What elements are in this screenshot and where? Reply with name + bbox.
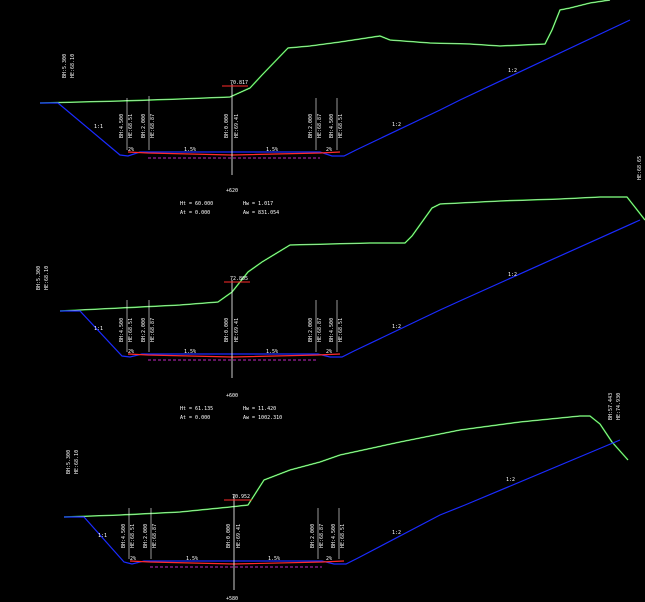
slope-right-2b: 1:2	[508, 272, 517, 278]
pct-right-1: 2%	[326, 147, 332, 153]
vlabel-3-2a: BH:0.000	[226, 524, 232, 548]
left-top-label-1a: BH:5.300	[62, 54, 68, 78]
vlabel-group-1: BH:4.500 HE:68.51 BH:2.000 HE:68.87 BH:0…	[119, 96, 344, 150]
right-top-label-3b: HE:74.930	[616, 393, 622, 420]
vlabel-3-3a: BH:2.000	[310, 524, 316, 548]
pct-left-1: 2%	[128, 147, 134, 153]
design-line-2	[60, 219, 641, 358]
vlabel-2-4b: HE:68.51	[338, 318, 344, 342]
vlabel-2-2a: BH:0.000	[224, 318, 230, 342]
pct-right-2: 2%	[326, 349, 332, 355]
stat-1-ht: Ht = 60.000	[180, 201, 213, 207]
vlabel-2-3a: BH:2.000	[308, 318, 314, 342]
left-top-label-1b: HE:68.10	[70, 54, 76, 78]
design-line-3	[64, 439, 621, 565]
right-top-label-3a: BH:57.443	[608, 393, 614, 420]
left-top-label-2b: HE:68.10	[44, 266, 50, 290]
center-elev-3: 70.952	[232, 494, 250, 500]
slope-right-3b: 1:2	[506, 477, 515, 483]
vlabel-group-3: BH:4.500 HE:68.51 BH:2.000 HE:68.87 BH:0…	[121, 508, 346, 559]
left-top-label-2a: BH:5.300	[36, 266, 42, 290]
stat-2-aw: Aw = 1002.310	[243, 415, 282, 421]
cross-section-3: 70.952 BH:5.300 HE:68.10 BH:57.443 HE:74…	[63, 393, 629, 602]
vlabel-3-0b: HE:68.51	[130, 524, 136, 548]
vlabel-2-0b: HE:68.51	[128, 318, 134, 342]
vlabel-2-2b: HE:69.41	[234, 318, 240, 342]
vlabel-2-1a: BH:2.000	[141, 318, 147, 342]
vlabel-1-1b: HE:68.87	[150, 114, 156, 138]
pct-right-3: 2%	[326, 556, 332, 562]
vlabel-3-2b: HE:69.41	[236, 524, 242, 548]
slope-right-1a: 1:2	[392, 122, 401, 128]
pct-inner-right-3: 1.5%	[268, 556, 280, 562]
pct-inner-left-1: 1.5%	[184, 147, 196, 153]
vlabel-1-4b: HE:68.51	[338, 114, 344, 138]
stat-2-at: At = 0.000	[180, 415, 210, 421]
vlabel-1-1a: BH:2.000	[141, 114, 147, 138]
vlabel-2-0a: BH:4.500	[119, 318, 125, 342]
slope-left-2: 1:1	[94, 326, 103, 332]
vlabel-1-2b: HE:69.41	[234, 114, 240, 138]
cross-section-2: 72.805 BH:5.300 HE:68.10 BH:4.500 HE:68.…	[36, 196, 645, 421]
vlabel-2-1b: HE:68.87	[150, 318, 156, 342]
pct-inner-right-2: 1.5%	[266, 349, 278, 355]
vlabel-2-4a: BH:4.500	[329, 318, 335, 342]
station-2: +600	[226, 393, 238, 399]
cross-section-1: 70.817 BH:5.300 HE:68.10 HE:68.65 BH:4.5…	[39, 0, 643, 216]
vlabel-3-4b: HE:68.51	[340, 524, 346, 548]
vlabel-1-0a: BH:4.500	[119, 114, 125, 138]
pct-inner-left-2: 1.5%	[184, 349, 196, 355]
pct-inner-right-1: 1.5%	[266, 147, 278, 153]
vlabel-2-3b: HE:68.87	[317, 318, 323, 342]
pct-left-2: 2%	[128, 349, 134, 355]
left-top-label-3b: HE:68.10	[74, 450, 80, 474]
stat-2-ht: Ht = 61.135	[180, 406, 213, 412]
ground-line-2-edge	[59, 196, 645, 312]
vlabel-1-3a: BH:2.000	[308, 114, 314, 138]
design-line-1	[40, 19, 631, 157]
vlabel-1-0b: HE:68.51	[128, 114, 134, 138]
slope-left-3: 1:1	[98, 533, 107, 539]
ground-line-3-edge	[63, 415, 629, 518]
slope-right-2a: 1:2	[392, 324, 401, 330]
vlabel-3-0a: BH:4.500	[121, 524, 127, 548]
pct-inner-left-3: 1.5%	[186, 556, 198, 562]
vlabel-3-3b: HE:68.87	[319, 524, 325, 548]
center-elev-2: 72.805	[230, 276, 248, 282]
center-elev-1: 70.817	[230, 80, 248, 86]
pct-left-3: 2%	[130, 556, 136, 562]
vlabel-3-1b: HE:68.87	[152, 524, 158, 548]
stat-1-hw: Hw = 1.017	[243, 201, 273, 207]
vlabel-1-4a: BH:4.500	[329, 114, 335, 138]
station-1: +620	[226, 188, 238, 194]
stat-1-aw: Aw = 831.054	[243, 210, 279, 216]
slope-left-1: 1:1	[94, 124, 103, 130]
right-edge-label-1: HE:68.65	[637, 156, 643, 180]
vlabel-1-2a: BH:0.000	[224, 114, 230, 138]
left-top-label-3a: BH:5.300	[66, 450, 72, 474]
ground-line-1-edge	[39, 0, 611, 104]
slope-right-1b: 1:2	[508, 68, 517, 74]
slope-right-3a: 1:2	[392, 530, 401, 536]
vlabel-group-2: BH:4.500 HE:68.51 BH:2.000 HE:68.87 BH:0…	[119, 300, 344, 352]
vlabel-3-4a: BH:4.500	[331, 524, 337, 548]
stat-2-hw: Hw = 11.420	[243, 406, 276, 412]
stat-1-at: At = 0.000	[180, 210, 210, 216]
vlabel-3-1a: BH:2.000	[143, 524, 149, 548]
vlabel-1-3b: HE:68.87	[317, 114, 323, 138]
station-3: +580	[226, 596, 238, 602]
